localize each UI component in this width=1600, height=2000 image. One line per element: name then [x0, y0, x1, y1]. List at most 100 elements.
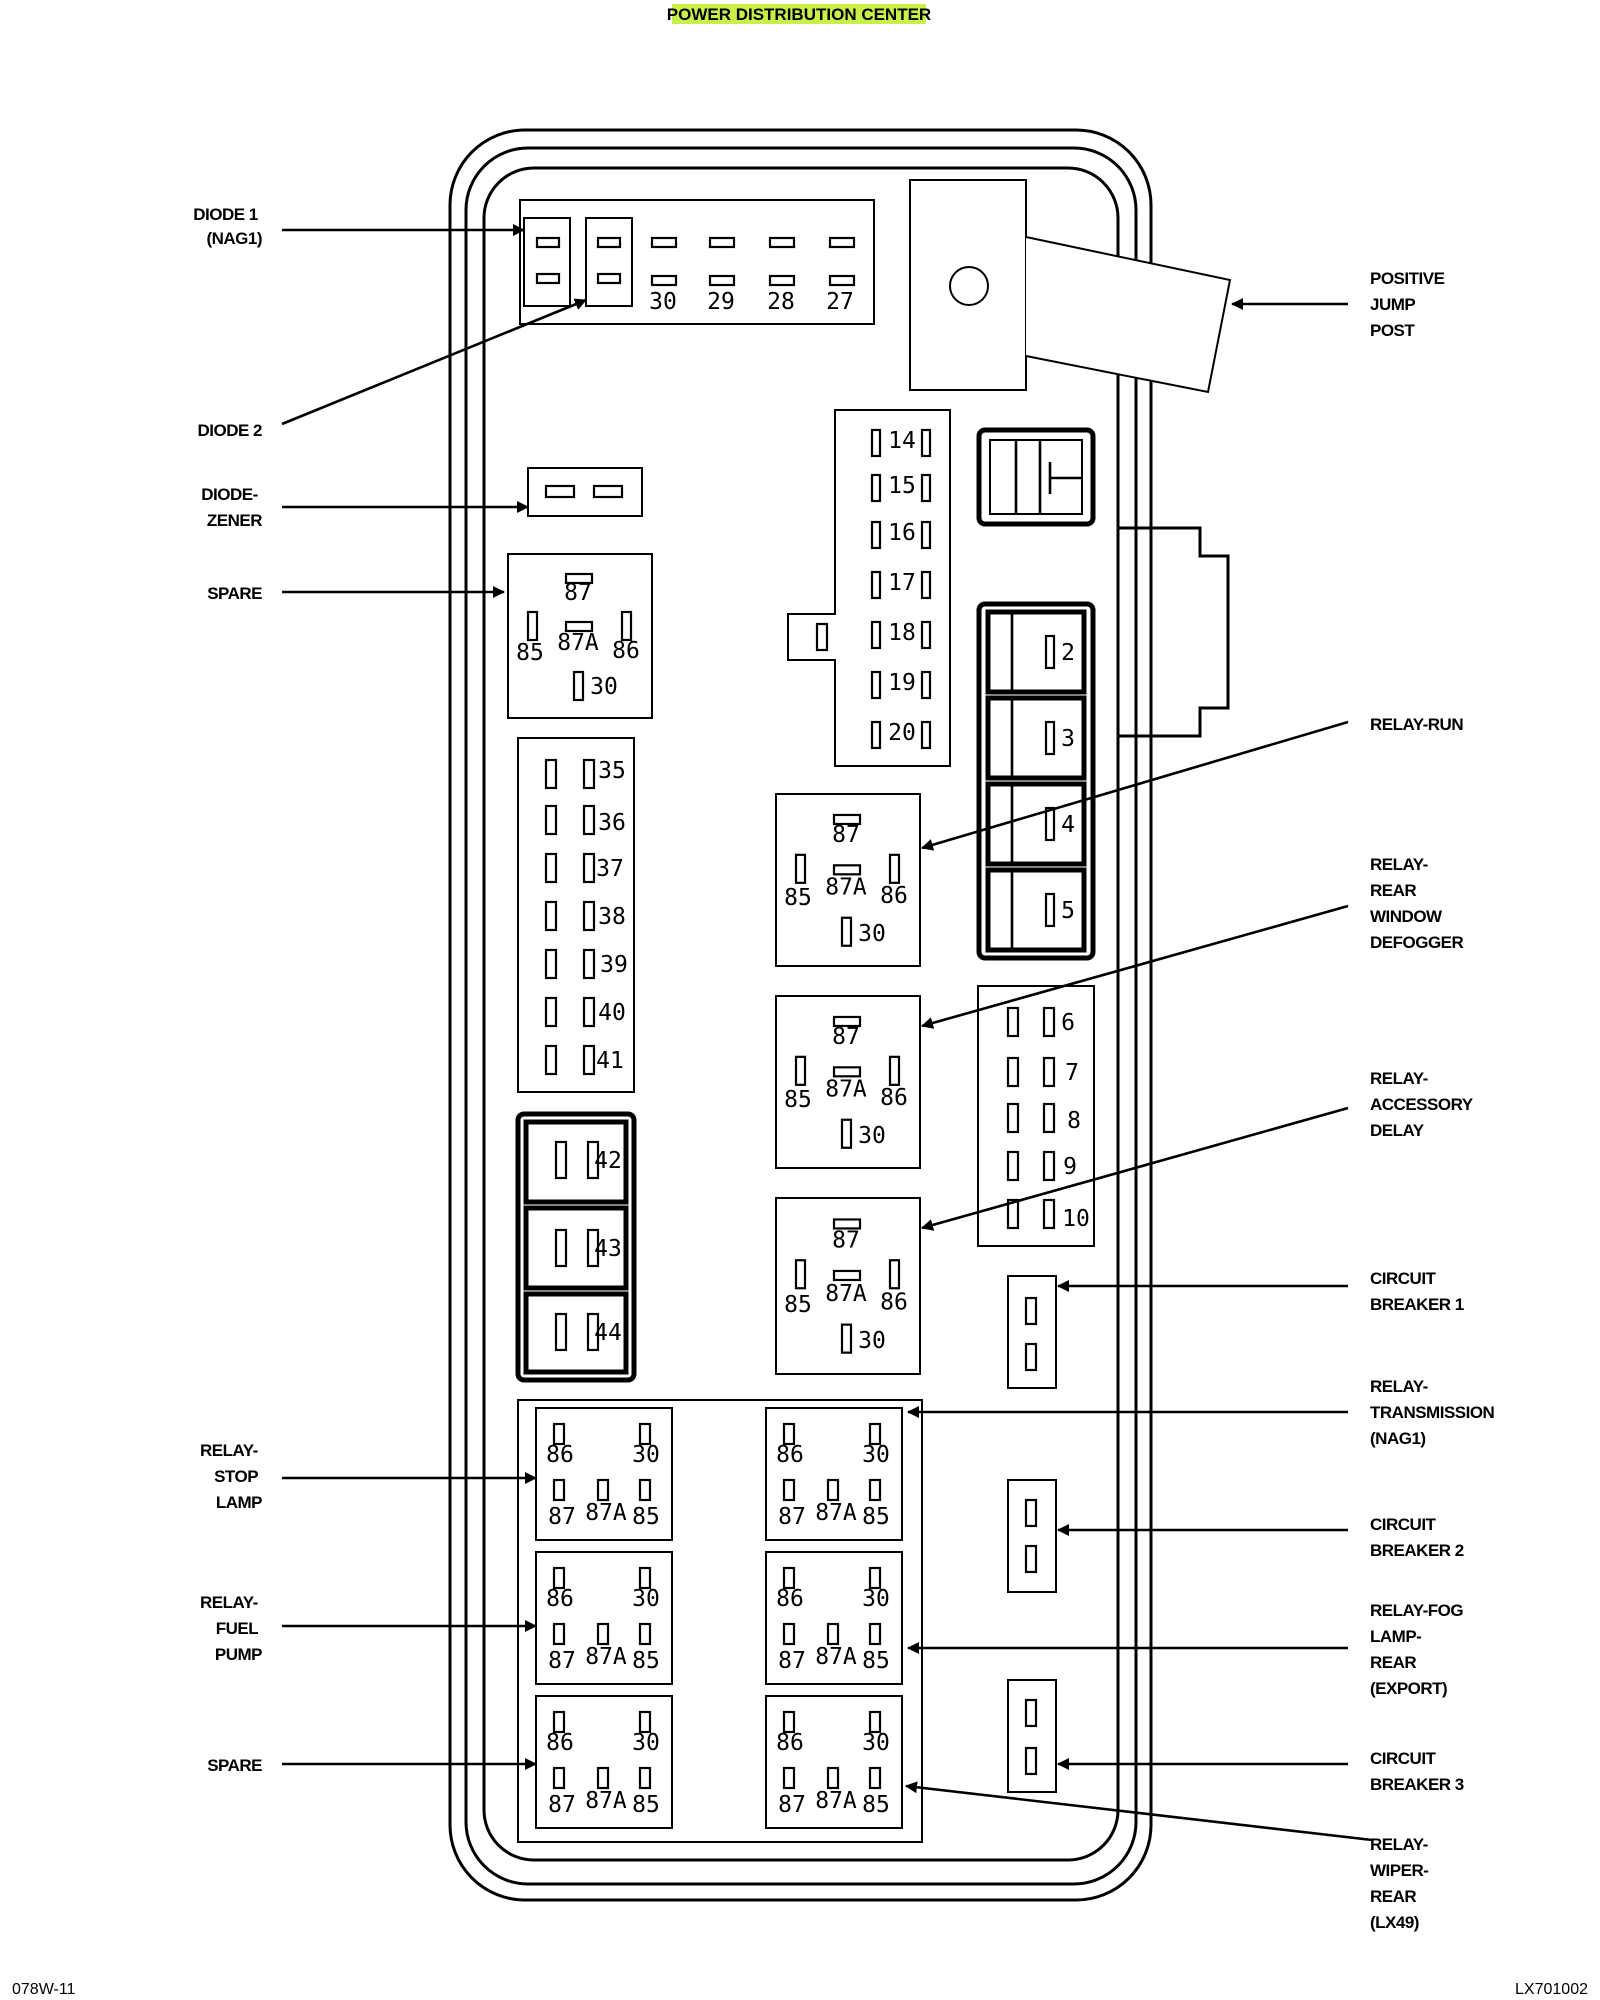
fuse-number: 9 — [1063, 1154, 1077, 1180]
fuse-column-a — [787, 409, 951, 767]
relay-pin-label: 30 — [590, 674, 618, 700]
pin — [794, 1055, 807, 1086]
pin — [1042, 1150, 1056, 1182]
page-title: POWER DISTRIBUTION CENTER — [667, 5, 931, 24]
fuse-number: 14 — [888, 428, 916, 454]
pin — [552, 1710, 566, 1734]
callout-labels: DIODE 1 (NAG1) DIODE 2 DIODE- ZENER SPAR… — [193, 205, 1495, 1932]
pin — [840, 1118, 853, 1149]
jump-post-cable — [1025, 236, 1232, 394]
fuse-column-b — [977, 985, 1095, 1247]
pin — [564, 620, 594, 633]
top-strip-pins — [535, 236, 856, 287]
pin — [870, 428, 882, 458]
pin — [650, 236, 678, 249]
fuse-column-c — [517, 737, 635, 1093]
pin — [768, 274, 796, 287]
pin — [832, 1015, 862, 1028]
pin — [586, 1312, 600, 1352]
pin — [552, 1622, 566, 1646]
pin — [1006, 1150, 1020, 1182]
pin — [596, 272, 622, 285]
relay-pin-label: 87A — [815, 1788, 857, 1814]
pin — [840, 916, 853, 947]
fuse-number: 36 — [598, 810, 626, 836]
pin — [638, 1566, 652, 1590]
fuse-number: 10 — [1062, 1206, 1090, 1232]
relay-pin-label: 85 — [862, 1504, 890, 1530]
pin — [782, 1766, 796, 1790]
maxi-fuse-top-element — [1014, 440, 1082, 514]
label-line: BREAKER 2 — [1370, 1541, 1464, 1560]
label-line: RELAY- — [200, 1593, 258, 1612]
pin — [815, 622, 829, 652]
pin — [868, 1422, 882, 1446]
relay-pin-label: 85 — [862, 1792, 890, 1818]
label-diode-1: DIODE 1 (NAG1) — [193, 205, 262, 248]
fuse-number: 42 — [594, 1148, 622, 1174]
pin — [596, 1622, 610, 1646]
label-spare-bottom: SPARE — [207, 1756, 262, 1775]
label-line: DEFOGGER — [1370, 933, 1464, 952]
label-line: STOP — [214, 1467, 258, 1486]
label-line: BREAKER 3 — [1370, 1775, 1464, 1794]
relay-pin-label: 87 — [548, 1792, 576, 1818]
fuse-number: 37 — [596, 856, 624, 882]
pin — [1044, 634, 1056, 670]
housing-middle — [464, 146, 1138, 1886]
label-line: ACCESSORY — [1370, 1095, 1474, 1114]
fuse-number: 40 — [598, 1000, 626, 1026]
label-line: RELAY- — [1370, 1377, 1428, 1396]
label-line: WINDOW — [1370, 907, 1443, 926]
label-line: DIODE- — [201, 485, 258, 504]
pin — [782, 1622, 796, 1646]
pin — [920, 570, 932, 600]
relay-pin-label: 85 — [784, 1087, 812, 1113]
label-line: POSITIVE — [1370, 269, 1445, 288]
diode-2-slot — [585, 217, 633, 307]
relay-pin-label: 87 — [832, 1227, 860, 1253]
relay-pin-label: 85 — [632, 1792, 660, 1818]
pin — [920, 620, 932, 650]
leader-lines — [281, 224, 1373, 1842]
pin — [782, 1478, 796, 1502]
pin — [582, 758, 596, 790]
fuse-column-b-slots: 6 7 8 9 10 — [1006, 1006, 1090, 1232]
leader-diode-2 — [281, 298, 587, 426]
relay-pin-label: 30 — [632, 1730, 660, 1756]
pin — [1042, 1006, 1056, 1038]
relay-pin-label: 87 — [778, 1504, 806, 1530]
pin — [832, 864, 862, 876]
pin — [870, 473, 882, 503]
fuse-number: 17 — [888, 570, 916, 596]
pin — [870, 720, 882, 750]
relay-pin-label: 86 — [776, 1586, 804, 1612]
relay-pin-label: 30 — [632, 1586, 660, 1612]
label-line: RELAY- — [200, 1441, 258, 1460]
pin — [582, 804, 596, 836]
pin — [920, 473, 932, 503]
pin — [586, 1228, 600, 1268]
cartridge-fuse — [985, 867, 1087, 953]
label-line: ZENER — [207, 511, 262, 530]
label-diode-2: DIODE 2 — [197, 421, 262, 440]
pin — [535, 272, 561, 285]
fuse-number: 43 — [594, 1236, 622, 1262]
pin — [1024, 1746, 1038, 1776]
fuse-number: 44 — [594, 1320, 622, 1346]
label-relay-run: RELAY-RUN — [1370, 715, 1463, 734]
fuse-number: 6 — [1061, 1010, 1075, 1036]
fuse-column-a-slots: 14 15 16 17 18 19 20 — [870, 428, 932, 750]
label-relay-stop-lamp: RELAY- STOP LAMP — [200, 1441, 262, 1512]
top-strip-numbers: 30 29 28 27 — [649, 289, 854, 315]
relay-pin-label: 85 — [632, 1504, 660, 1530]
pin — [870, 520, 882, 550]
cartridge-fuse — [523, 1205, 629, 1291]
pin — [888, 1259, 901, 1290]
relay-pin-label: 30 — [862, 1586, 890, 1612]
relay-pin-label: 86 — [880, 1290, 908, 1316]
pin — [638, 1766, 652, 1790]
fuse-number: 19 — [888, 670, 916, 696]
